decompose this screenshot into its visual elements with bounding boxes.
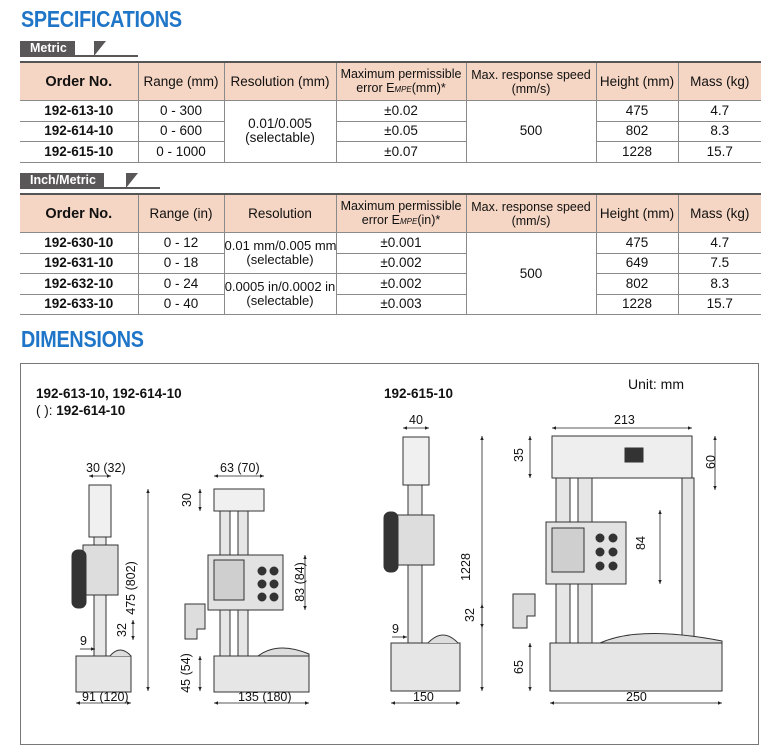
dim-left-height-total: 475 (802) (123, 561, 138, 615)
metric-tab-label: Metric (20, 41, 75, 56)
dim-left-top-30: 30 (179, 493, 194, 507)
dim-right-width-40: 40 (409, 413, 423, 427)
dim-left-base-front: 91 (120) (82, 690, 129, 704)
dim-left-base-45: 45 (54) (178, 653, 193, 693)
dim-left-jaw-32: 32 (114, 623, 129, 637)
unit-label: Unit: mm (628, 376, 684, 392)
metric-resolution-cell: 0.01/0.005 (selectable) (223, 100, 337, 163)
inch-header-range: Range (in) (137, 193, 225, 233)
inch-resolution-mm: 0.01 mm/0.005 mm (selectable) (223, 232, 337, 274)
header-order: Order No. (20, 61, 139, 101)
metric-spec-table: Order No. Range (mm) Resolution (mm) Max… (20, 61, 761, 163)
right-model-label: 192-615-10 (384, 386, 454, 401)
inch-resolution-in: 0.0005 in/0.0002 in (selectable) (223, 273, 337, 315)
dim-right-height-1228: 1228 (458, 553, 473, 581)
inch-spec-table: Order No. Range (in) Resolution Maximum … (20, 193, 761, 315)
inch-tab-label: Inch/Metric (20, 173, 104, 188)
dim-right-base-150: 150 (413, 690, 434, 704)
inch-header-order: Order No. (20, 193, 139, 233)
dim-right-base-250: 250 (626, 690, 647, 704)
inch-speed-cell: 500 (465, 232, 597, 315)
header-range: Range (mm) (137, 61, 225, 101)
header-mpe: Maximum permissible error EMPE(mm)* (335, 61, 467, 101)
metric-row-2-order: 192-614-10 (20, 120, 139, 142)
dim-right-head-84: 84 (633, 536, 648, 550)
header-mass: Mass (kg) (677, 61, 761, 101)
dim-right-base-65: 65 (511, 660, 526, 674)
inch-header-height: Height (mm) (595, 193, 679, 233)
inch-header-resolution: Resolution (223, 193, 337, 233)
inch-header-mass: Mass (kg) (677, 193, 761, 233)
left-front-view (71, 484, 132, 693)
metric-speed-cell: 500 (465, 100, 597, 163)
left-side-view (184, 488, 310, 693)
dim-right-tip-9: 9 (392, 622, 399, 636)
dim-right-top-60: 60 (703, 455, 718, 469)
dim-right-jaw-32: 32 (462, 608, 477, 622)
inch-header-speed: Max. response speed (mm/s) (465, 193, 597, 233)
dim-left-width-top: 30 (32) (86, 461, 126, 475)
inch-header-mpe: Maximum permissible error EMPE(in)* (335, 193, 467, 233)
header-height: Height (mm) (595, 61, 679, 101)
dim-left-head-83: 83 (84) (292, 562, 307, 602)
dimensions-box (20, 363, 759, 745)
header-resolution: Resolution (mm) (223, 61, 337, 101)
dim-right-width-213: 213 (614, 413, 635, 427)
dim-right-top-35: 35 (511, 448, 526, 462)
dimensions-title: DIMENSIONS (21, 326, 144, 352)
right-side-view (512, 435, 723, 692)
left-model-note: ( ): 192-614-10 (36, 403, 126, 418)
metric-row-3-order: 192-615-10 (20, 141, 139, 163)
dim-left-tip-9: 9 (80, 634, 87, 648)
specifications-title: SPECIFICATIONS (21, 6, 182, 32)
right-front-view (383, 436, 461, 692)
left-model-label: 192-613-10, 192-614-10 (36, 386, 182, 401)
header-speed: Max. response speed (mm/s) (465, 61, 597, 101)
dim-left-width-head: 63 (70) (220, 461, 260, 475)
inch-row-2-order: 192-631-10 (20, 252, 139, 274)
dim-left-base-side: 135 (180) (238, 690, 292, 704)
inch-row-4-order: 192-633-10 (20, 293, 139, 315)
